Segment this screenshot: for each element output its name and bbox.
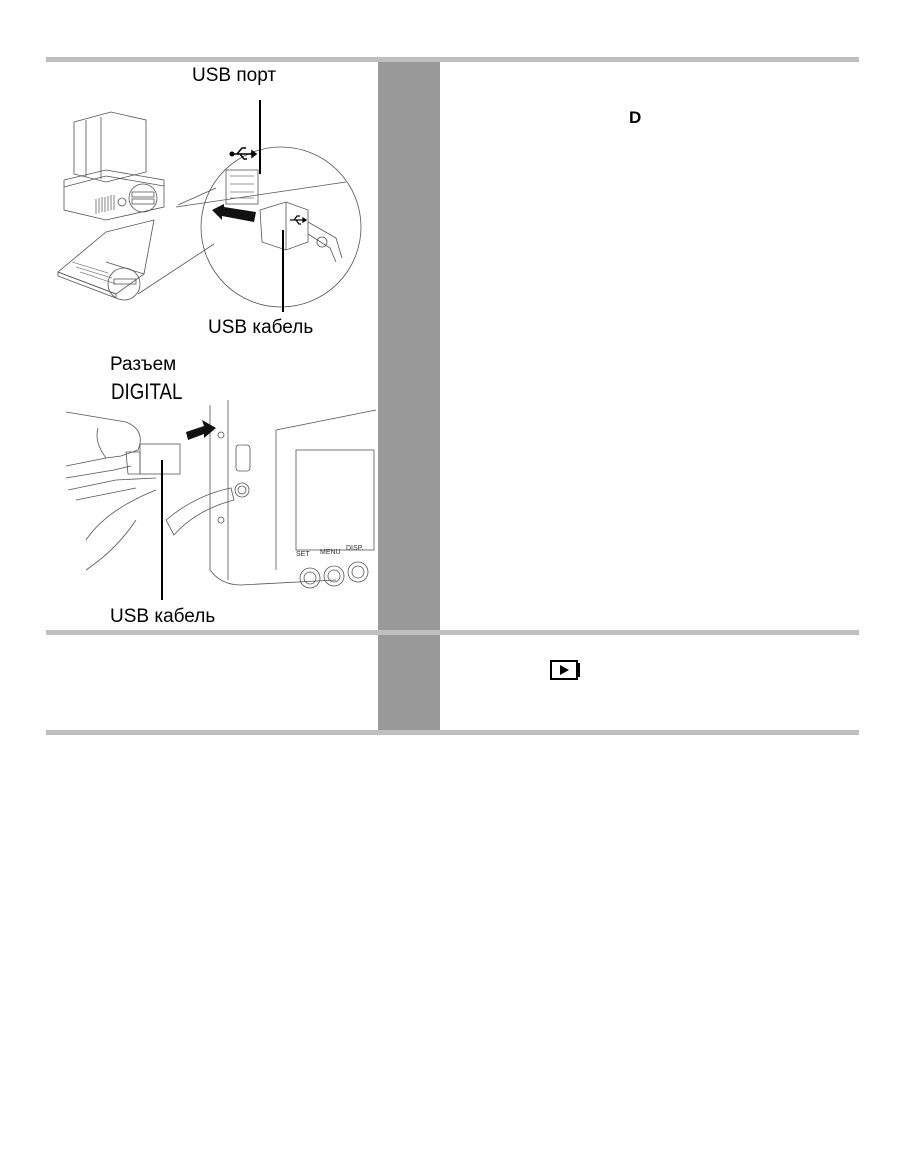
digital-text-fragment: D — [629, 108, 642, 127]
computer-usb-illustration — [57, 100, 362, 312]
usb-cable-label-1: USB кабель — [208, 317, 314, 338]
top-rule — [46, 57, 859, 62]
step-column-1 — [378, 62, 440, 630]
bottom-rule — [46, 730, 859, 735]
camera-digital-illustration: SET MENU DISP. — [65, 400, 377, 600]
disp-button-label: DISP. — [346, 545, 363, 552]
connector-label: Разъем — [110, 354, 177, 375]
step-column-2 — [378, 635, 440, 730]
digital-label: DIGITAL — [111, 379, 183, 404]
playback-icon — [550, 660, 580, 680]
set-button-label: SET — [296, 551, 310, 558]
menu-button-label: MENU — [320, 549, 341, 556]
usb-port-label: USB порт — [192, 65, 277, 86]
usb-cable-label-2: USB кабель — [110, 606, 216, 627]
middle-rule — [46, 630, 859, 635]
